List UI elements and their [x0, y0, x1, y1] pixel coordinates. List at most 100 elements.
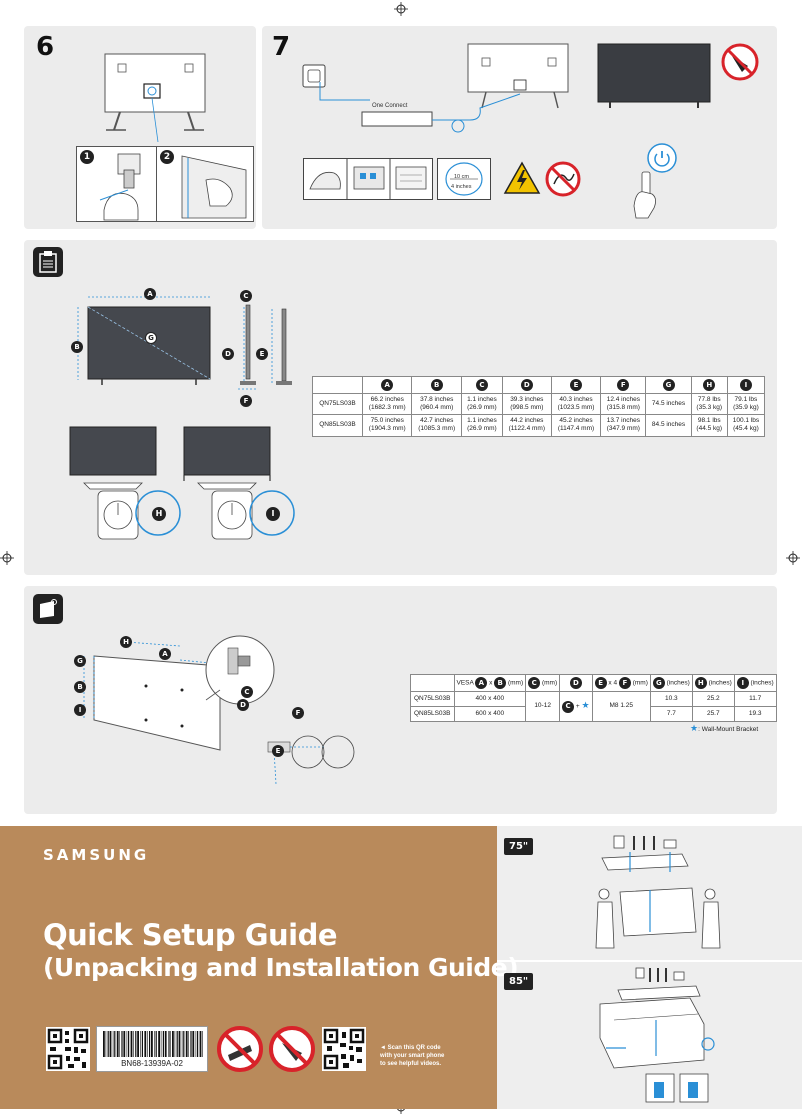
barcode-bar	[162, 1031, 164, 1057]
step-6-detail-divider	[156, 146, 157, 222]
mount-label-c: C	[241, 686, 253, 698]
remote-power-illustration	[633, 143, 677, 219]
no-bend-cable-icon	[545, 161, 581, 197]
barcode-bar	[116, 1031, 119, 1057]
barcode-bar	[126, 1031, 128, 1057]
spec-cell: 1.1 inches (26.9 mm)	[460, 392, 503, 416]
spec-cell: 1.1 inches (26.9 mm)	[460, 414, 503, 437]
spec-header-d-label: D	[520, 379, 533, 391]
spec-header-i: I	[726, 376, 766, 394]
mount-header-h-label: H	[694, 677, 707, 689]
dim-label-a: A	[144, 288, 156, 300]
barcode-bar	[105, 1031, 107, 1057]
mount-label-h: H	[120, 636, 132, 648]
one-connect-label: One Connect	[372, 103, 408, 109]
mount-label-d: D	[237, 699, 249, 711]
barcode-bar	[135, 1031, 137, 1057]
mount-h-cell: 25.2	[691, 691, 735, 707]
dim-label-c: C	[240, 290, 252, 302]
spec-model-cell: QN85LS03B	[312, 414, 363, 437]
spec-cell: 37.8 inches (960.4 mm)	[411, 392, 462, 416]
unpacking-85-illustration	[599, 967, 715, 1103]
clipboard-icon	[39, 251, 57, 273]
mount-label-i: I	[74, 704, 86, 716]
spec-cell: 100.1 lbs (45.4 kg)	[726, 414, 766, 437]
barcode-bar	[151, 1031, 153, 1057]
table-row: QN85LS03B 600 x 400 7.7 25.7 19.3	[410, 706, 777, 722]
bracket-note-text: : Wall-Mount Bracket	[698, 726, 759, 733]
mount-h-cell: 25.7	[691, 706, 735, 722]
spec-header-e: E	[550, 376, 602, 394]
barcode-bar	[149, 1031, 151, 1057]
tv-dimensions-diagram	[77, 296, 292, 390]
size-tag-75: 75"	[504, 838, 534, 855]
spec-header-g-label: G	[662, 379, 675, 391]
mount-label-g: G	[74, 655, 86, 667]
mount-header-c: C (mm)	[525, 674, 561, 692]
mount-ef-cell: M8 1.25	[591, 691, 651, 722]
mount-header-e-suffix: x 4	[606, 679, 619, 687]
spec-cell: 79.1 lbs (35.9 kg)	[726, 392, 766, 416]
barcode-bar	[140, 1031, 141, 1057]
mount-header-vesa-suffix: (mm)	[506, 679, 524, 687]
barcode-bar	[160, 1031, 162, 1057]
dim-label-b: B	[71, 341, 83, 353]
tv-front-dark-illustration	[597, 43, 711, 108]
mount-header-ef: E x 4 F (mm)	[591, 674, 651, 692]
mount-g-cell: 10.3	[649, 691, 693, 707]
mount-d-plus: +	[574, 703, 582, 711]
mount-model-cell: QN75LS03B	[410, 691, 455, 707]
barcode-bar	[169, 1031, 171, 1057]
spec-header-row: A B C D E F G H I	[312, 376, 766, 394]
barcode-bar	[178, 1031, 181, 1057]
mount-c-cell: 10-12	[525, 691, 561, 722]
sub-step-2-marker: 2	[160, 150, 174, 164]
barcode-bar	[144, 1031, 147, 1057]
barcode-bar	[133, 1031, 134, 1057]
spec-header-b: B	[411, 376, 462, 394]
mount-header-i-label: I	[736, 677, 749, 689]
spec-cell: 13.7 inches (347.9 mm)	[600, 414, 647, 437]
mount-label-f: F	[292, 707, 304, 719]
barcode-bar	[172, 1031, 174, 1057]
wall-mount-spec-table: VESA A x B (mm) C (mm) D E x 4 F (mm) G …	[410, 674, 777, 722]
spec-header-g: G	[645, 376, 692, 394]
barcode-bar	[114, 1031, 116, 1057]
barcode-bar	[190, 1031, 192, 1057]
barcode-bar	[107, 1031, 109, 1057]
barcode-bar	[123, 1031, 126, 1057]
barcode-bar	[185, 1031, 188, 1057]
mount-vesa-cell: 600 x 400	[453, 706, 527, 722]
size-tag-85: 85"	[504, 973, 534, 990]
step-6-number: 6	[36, 32, 55, 62]
video-qr-code-icon	[322, 1027, 366, 1071]
no-lay-flat-icon	[217, 1026, 263, 1072]
bracket-note-star-icon: ★	[690, 723, 699, 733]
barcode-bar	[103, 1031, 105, 1057]
mount-g-cell: 7.7	[649, 706, 693, 722]
dim-label-f: F	[240, 395, 252, 407]
spec-cell: 42.7 inches (1085.3 mm)	[411, 414, 462, 437]
wall-mount-diagram	[83, 635, 355, 785]
cable-distance-cm: 10 cm	[454, 174, 469, 180]
one-connect-cabling-diagram	[319, 43, 569, 133]
tv-back-illustration	[104, 53, 206, 143]
sub-step-1-marker: 1	[80, 150, 94, 164]
mount-header-vesa: VESA A x B (mm)	[453, 674, 527, 692]
barcode-bar	[195, 1031, 197, 1057]
wall-outlet-illustration	[302, 64, 326, 88]
dim-label-d: D	[222, 348, 234, 360]
cable-loop-icon	[445, 162, 483, 196]
barcode-bar	[192, 1031, 195, 1057]
mount-header-vesa-b: B	[494, 677, 507, 689]
barcode-bar	[199, 1031, 202, 1057]
barcode-bar	[181, 1031, 183, 1057]
mount-vesa-cell: 400 x 400	[453, 691, 527, 707]
dim-label-g: G	[145, 332, 157, 344]
spec-header-d: D	[501, 376, 552, 394]
barcode-icon	[103, 1031, 203, 1057]
mount-header-vesa-prefix: VESA	[456, 679, 476, 687]
spec-cell: 84.5 inches	[645, 414, 692, 437]
barcode-box: BN68-13939A-02	[96, 1026, 208, 1072]
spec-header-h: H	[690, 376, 728, 394]
